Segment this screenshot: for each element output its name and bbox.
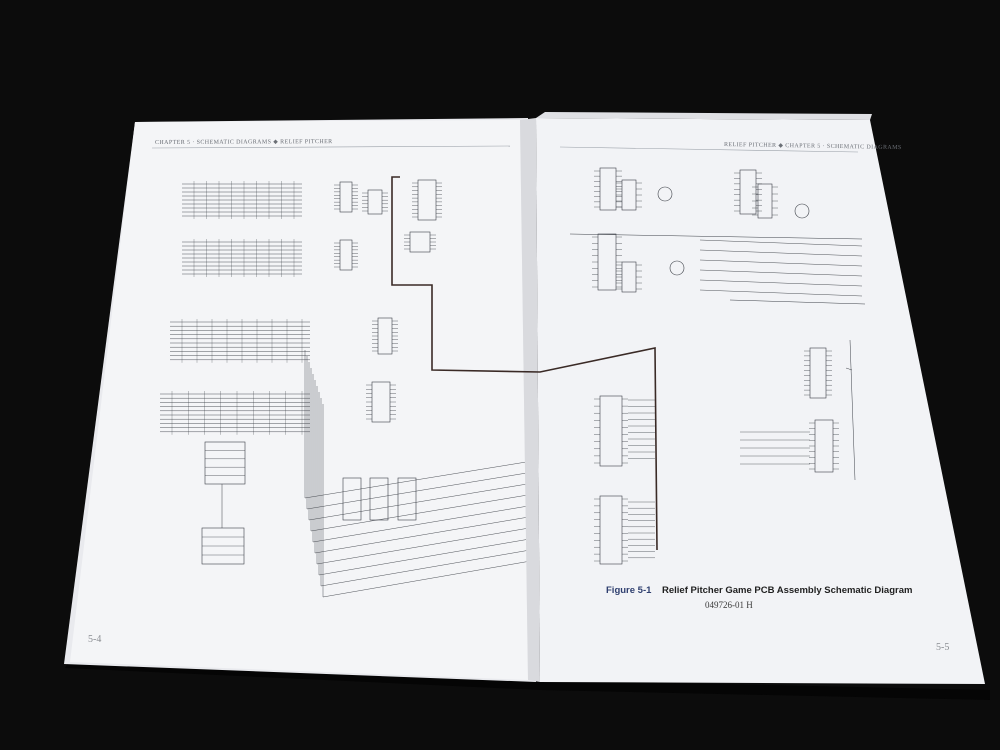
bus-connector	[391, 176, 658, 551]
figure-label: Figure 5-1	[606, 585, 652, 596]
figure-title: Relief Pitcher Game PCB Assembly Schemat…	[662, 585, 912, 596]
right-schematic-drawing	[569, 167, 866, 565]
right-page-number: 5-5	[936, 642, 949, 653]
figure-number: 049726-01 H	[705, 600, 753, 610]
right-running-header: RELIEF PITCHER ◆ CHAPTER 5 · SCHEMATIC D…	[724, 142, 902, 151]
left-page: CHAPTER 5 · SCHEMATIC DIAGRAMS ◆ RELIEF …	[64, 118, 601, 682]
left-running-header: CHAPTER 5 · SCHEMATIC DIAGRAMS ◆ RELIEF …	[155, 139, 333, 146]
left-page-number: 5-4	[88, 634, 101, 645]
right-page: RELIEF PITCHER ◆ CHAPTER 5 · SCHEMATIC D…	[536, 112, 985, 684]
